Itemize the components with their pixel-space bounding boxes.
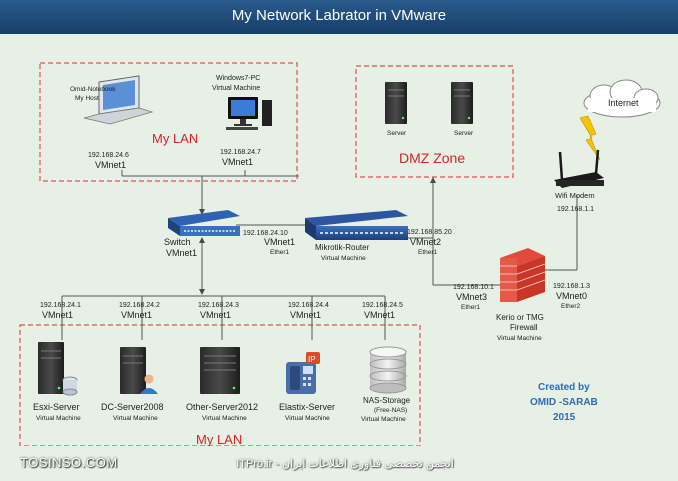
nas-net: VMnet1: [364, 310, 395, 320]
win7-sub: Virtual Machine: [212, 85, 260, 92]
elastix-ip: 192.168.24.4: [288, 302, 329, 309]
elastix-sub: Virtual Machine: [285, 415, 330, 422]
kerio-port-left: Ether1: [461, 304, 481, 311]
esxi-server-icon: [38, 342, 78, 396]
other-server-icon: [200, 347, 240, 394]
credit-line1: Created by: [538, 382, 590, 393]
server-icon-2: [451, 82, 473, 124]
mikrotik-ip-left: 192.168.24.10: [243, 230, 288, 237]
other-net: VMnet1: [200, 310, 231, 320]
mikrotik-net-right: VMnet2: [410, 237, 441, 247]
dc-net: VMnet1: [121, 310, 152, 320]
switch-name: Switch: [164, 237, 191, 247]
other-name: Other-Server2012: [186, 402, 258, 412]
notebook-name: Omid-Notebook: [70, 86, 116, 93]
footer-bar: [0, 446, 678, 481]
win7-name: Windows7-PC: [216, 75, 260, 82]
nas-sub: Virtual Machine: [361, 416, 406, 423]
zone-label-bottom-lan: My LAN: [196, 432, 242, 447]
wifi-label: Wifi Modem: [555, 191, 595, 200]
switch-icon: [168, 210, 240, 236]
kerio-name: Kerio or TMG: [496, 313, 544, 322]
notebook-ip: 192.168.24.6: [88, 152, 129, 159]
esxi-name: Esxi-Server: [33, 402, 80, 412]
notebook-icon: [83, 75, 154, 125]
internet-label: Internet: [608, 98, 639, 108]
nas-name2: (Free-NAS): [374, 407, 407, 414]
ip-phone-icon: IP: [286, 352, 320, 394]
credit-line3: 2015: [553, 412, 576, 423]
nas-storage-icon: [369, 346, 407, 394]
win7-ip: 192.168.24.7: [220, 149, 261, 156]
footer-watermark-left: TOSINSO.COM: [20, 455, 118, 470]
desktop-pc-icon: [226, 97, 272, 130]
notebook-net: VMnet1: [95, 160, 126, 170]
kerio-name2: Firewall: [510, 323, 538, 332]
dc-sub: Virtual Machine: [113, 415, 158, 422]
dc-ip: 192.168.24.2: [119, 302, 160, 309]
server-icon-1: [385, 82, 407, 124]
elastix-net: VMnet1: [290, 310, 321, 320]
mikrotik-ip-right: 192.168.85.20: [407, 229, 452, 236]
kerio-sub: Virtual Machine: [497, 335, 542, 342]
zone-top-lan: [39, 62, 298, 182]
elastix-name: Elastix-Server: [279, 402, 335, 412]
switch-net: VMnet1: [166, 248, 197, 258]
kerio-ip-right: 192.168.1.3: [553, 283, 590, 290]
kerio-port-right: Ether2: [561, 303, 581, 310]
footer-watermark-center: انجمن تخصصی فناوری اطلاعات ایران - ITPro…: [236, 458, 454, 470]
dmz-server-2-label: Server: [454, 130, 474, 137]
dmz-server-1-label: Server: [387, 130, 407, 137]
zone-label-top-lan: My LAN: [152, 131, 198, 146]
credit-line2: OMID -SARAB: [530, 397, 598, 408]
zone-label-dmz: DMZ Zone: [399, 150, 465, 166]
nas-name: NAS-Storage: [363, 396, 411, 405]
lightning-icon: [579, 115, 601, 161]
wifi-modem-icon: [554, 149, 604, 188]
title-bar: My Network Labrator in VMware: [0, 0, 678, 34]
esxi-sub: Virtual Machine: [36, 415, 81, 422]
mikrotik-sub: Virtual Machine: [321, 255, 366, 262]
mikrotik-name: Mikrotik-Router: [315, 243, 370, 252]
notebook-sub: My Host: [75, 95, 99, 102]
kerio-ip-left: 192.168.10.1: [453, 284, 494, 291]
mikrotik-port-left: Ether1: [270, 249, 290, 256]
kerio-net-left: VMnet3: [456, 292, 487, 302]
nas-ip: 192.168.24.5: [362, 302, 403, 309]
other-sub: Virtual Machine: [202, 415, 247, 422]
router-icon: [305, 210, 408, 240]
other-ip: 192.168.24.3: [198, 302, 239, 309]
mikrotik-net-left: VMnet1: [264, 237, 295, 247]
kerio-net-right: VMnet0: [556, 291, 587, 301]
mikrotik-port-right: Ether1: [418, 249, 438, 256]
cloud-icon: [583, 79, 661, 118]
dc-name: DC-Server2008: [101, 402, 164, 412]
wifi-ip: 192.168.1.1: [557, 206, 594, 213]
esxi-net: VMnet1: [42, 310, 73, 320]
esxi-ip: 192.168.24.1: [40, 302, 81, 309]
win7-net: VMnet1: [222, 157, 253, 167]
firewall-icon: [500, 248, 546, 302]
svg-text:IP: IP: [308, 355, 316, 364]
diagram-title: My Network Labrator in VMware: [231, 7, 447, 24]
connection-lines: [61, 170, 578, 340]
dc-server-icon: [120, 347, 158, 394]
